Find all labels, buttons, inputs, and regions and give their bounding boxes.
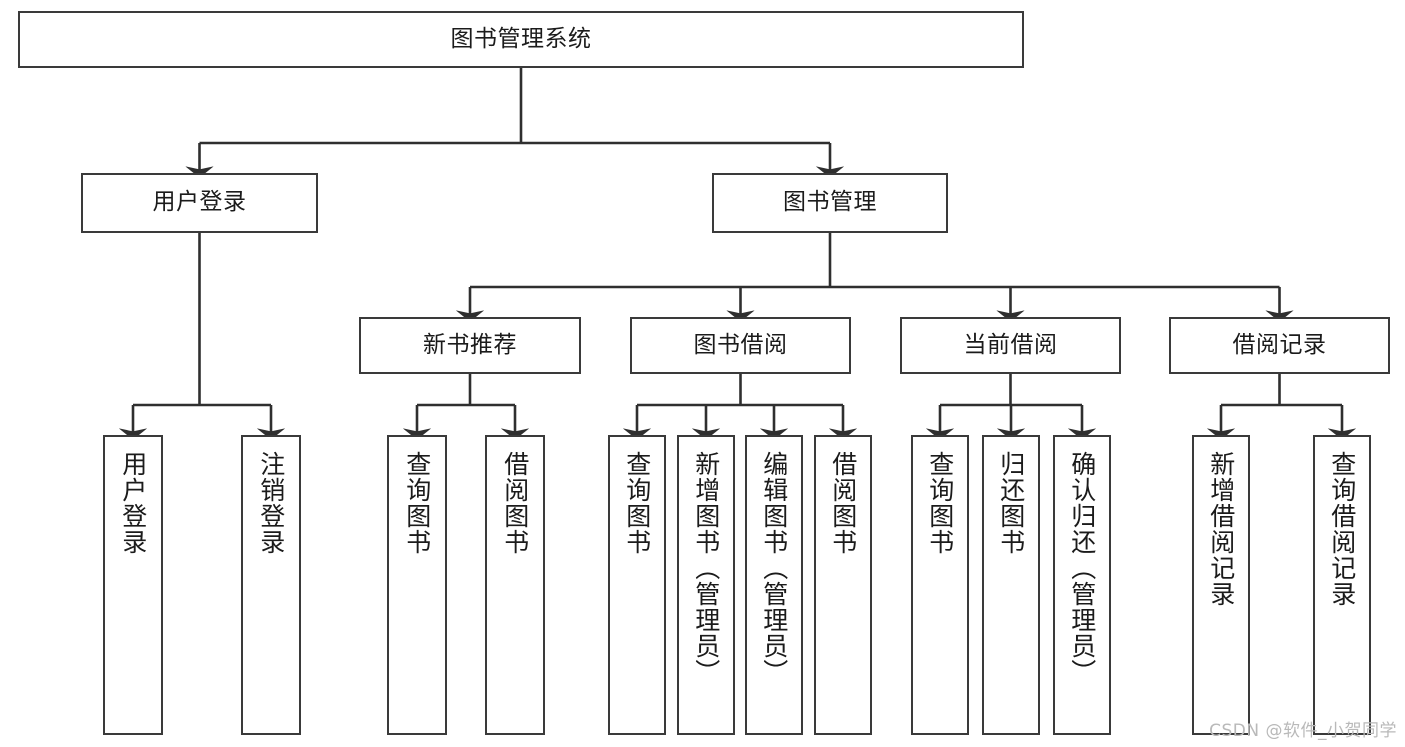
node-label: 注销登录 <box>256 451 286 555</box>
node-book-borrow[interactable]: 图书借阅 <box>630 317 851 374</box>
node-label: 借阅图书 <box>828 451 858 555</box>
node-label: 查询图书 <box>925 451 955 555</box>
node-label: 查询图书 <box>622 451 652 555</box>
node-leaf-borrow-book[interactable]: 借阅图书 <box>814 435 872 735</box>
node-label: 图书管理系统 <box>450 25 592 52</box>
node-leaf-return-book[interactable]: 归还图书 <box>982 435 1040 735</box>
node-label: 图书管理 <box>783 189 877 216</box>
node-leaf-add-loan-record[interactable]: 新增借阅记录 <box>1192 435 1250 735</box>
node-leaf-add-book-admin[interactable]: 新增图书（管理员） <box>677 435 735 735</box>
node-label: 用户登录 <box>152 189 247 216</box>
node-leaf-user-logout[interactable]: 注销登录 <box>241 435 301 735</box>
node-leaf-query-book-rec[interactable]: 查询图书 <box>387 435 447 735</box>
node-root-system[interactable]: 图书管理系统 <box>18 11 1024 68</box>
node-label: 查询图书 <box>402 451 432 555</box>
node-current-loan[interactable]: 当前借阅 <box>900 317 1121 374</box>
node-new-book-recommend[interactable]: 新书推荐 <box>359 317 581 374</box>
node-label: 新增图书（管理员） <box>691 451 721 685</box>
node-user-login[interactable]: 用户登录 <box>81 173 318 233</box>
node-loan-record[interactable]: 借阅记录 <box>1169 317 1390 374</box>
node-book-management[interactable]: 图书管理 <box>712 173 948 233</box>
node-label: 查询借阅记录 <box>1327 451 1357 607</box>
node-label: 当前借阅 <box>963 331 1058 358</box>
node-label: 归还图书 <box>996 451 1026 555</box>
node-label: 借阅记录 <box>1232 331 1327 358</box>
node-leaf-borrow-book-rec[interactable]: 借阅图书 <box>485 435 545 735</box>
node-label: 借阅图书 <box>500 451 530 555</box>
node-label: 确认归还（管理员） <box>1067 451 1097 685</box>
watermark-text: CSDN @软件_小贺同学 <box>1209 721 1397 741</box>
node-label: 用户登录 <box>118 451 148 555</box>
node-leaf-query-book-loan[interactable]: 查询图书 <box>911 435 969 735</box>
node-label: 新书推荐 <box>423 331 517 358</box>
node-label: 编辑图书（管理员） <box>759 451 789 685</box>
node-leaf-query-loan-record[interactable]: 查询借阅记录 <box>1313 435 1371 735</box>
node-leaf-edit-book-admin[interactable]: 编辑图书（管理员） <box>745 435 803 735</box>
node-label: 新增借阅记录 <box>1206 451 1236 607</box>
node-label: 图书借阅 <box>693 331 788 358</box>
node-leaf-query-book[interactable]: 查询图书 <box>608 435 666 735</box>
node-leaf-confirm-return-admin[interactable]: 确认归还（管理员） <box>1053 435 1111 735</box>
node-leaf-user-login[interactable]: 用户登录 <box>103 435 163 735</box>
